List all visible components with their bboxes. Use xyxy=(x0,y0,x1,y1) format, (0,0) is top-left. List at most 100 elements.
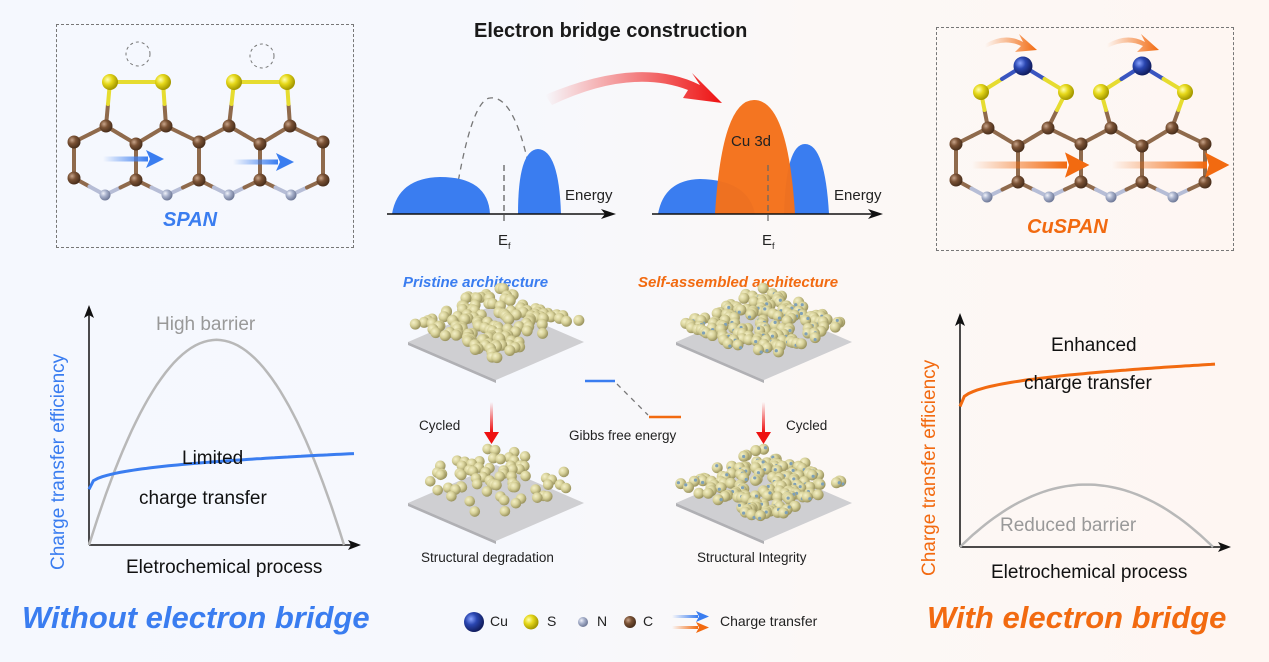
s-atom xyxy=(1093,84,1109,100)
cu-decoration xyxy=(804,332,808,336)
cu-decoration xyxy=(770,334,775,338)
cu-decoration xyxy=(737,503,742,507)
particle xyxy=(789,500,801,512)
enhanced-charge-transfer-label: charge transfer xyxy=(1024,373,1152,394)
cu-decoration xyxy=(768,491,772,495)
particle xyxy=(830,477,842,489)
cu-decoration xyxy=(798,485,802,489)
right-chart-xlabel: Eletrochemical process xyxy=(991,562,1188,583)
cu-decoration xyxy=(701,480,705,485)
limited-charge-transfer-label: charge transfer xyxy=(139,488,267,509)
cu-decoration xyxy=(715,464,719,468)
c-atom xyxy=(1198,137,1212,151)
particle xyxy=(757,282,769,294)
left-chart-xlabel: Eletrochemical process xyxy=(126,557,323,578)
cu-decoration xyxy=(788,328,792,333)
cu-decoration xyxy=(761,460,765,464)
particle xyxy=(450,329,462,341)
chart-with-bridge xyxy=(955,313,1231,552)
particle xyxy=(814,478,826,490)
pristine-bed xyxy=(408,283,585,383)
vacancy-site-icon xyxy=(125,41,151,67)
cu-atom xyxy=(1013,56,1033,76)
particle xyxy=(536,318,548,330)
particle xyxy=(520,470,531,482)
particle xyxy=(489,444,501,456)
particle xyxy=(560,315,572,327)
cu-decoration xyxy=(841,482,845,486)
fermi-label-left: Ef xyxy=(498,232,511,251)
span-label: SPAN xyxy=(163,209,218,231)
cu-decoration xyxy=(835,318,839,323)
structural-integrity-label: Structural Integrity xyxy=(697,550,807,565)
particle xyxy=(503,313,515,325)
curved-charge-transfer-arrow xyxy=(1107,34,1159,52)
particle xyxy=(435,469,446,481)
particle xyxy=(471,478,483,490)
enhanced-transfer-curve xyxy=(958,362,1216,408)
legend-charge-transfer-label: Charge transfer xyxy=(720,613,818,629)
fermi-e: E xyxy=(762,232,773,249)
particle xyxy=(469,344,481,356)
particle xyxy=(702,487,714,499)
cycled-label-left: Cycled xyxy=(419,418,461,433)
s-atom xyxy=(1177,84,1193,100)
gibbs-free-energy-label: Gibbs free energy xyxy=(569,428,677,443)
dos-valence-peak xyxy=(392,177,490,214)
cycled-arrow-left xyxy=(490,402,493,432)
particle xyxy=(738,292,750,304)
particle xyxy=(481,486,493,497)
cu-decoration xyxy=(792,477,796,481)
fermi-sub: f xyxy=(508,241,511,251)
particle-beds xyxy=(408,282,852,544)
cu-decoration xyxy=(791,468,795,473)
particle xyxy=(778,507,790,519)
cu-decoration xyxy=(813,337,817,342)
particle xyxy=(772,310,784,322)
substrate-edge xyxy=(408,503,496,544)
cu-decoration xyxy=(787,505,791,509)
cu-decoration xyxy=(773,468,777,472)
particle xyxy=(464,495,476,507)
particle xyxy=(715,482,727,494)
legend-n-label: N xyxy=(597,613,608,629)
particle xyxy=(456,469,467,481)
particle xyxy=(541,491,553,502)
charge-transfer-arrow-shaft xyxy=(972,161,1067,169)
cu-decoration xyxy=(747,315,752,319)
vacancy-site-icon xyxy=(249,43,275,69)
span-structure-frame xyxy=(56,24,354,248)
cu-decoration xyxy=(789,462,793,466)
cu-decoration xyxy=(773,320,777,324)
cu-decoration xyxy=(737,310,741,314)
c-atom xyxy=(1135,139,1149,153)
cuspan-molecule xyxy=(949,34,1230,203)
n-atom xyxy=(285,189,297,201)
legend: Cu S N C Charge transfer xyxy=(460,608,860,638)
cu-decoration xyxy=(794,303,798,307)
particle xyxy=(491,352,503,364)
substrate-edge xyxy=(408,342,496,383)
particle xyxy=(519,451,531,462)
left-chart-y-arrowhead xyxy=(84,305,94,318)
right-chart-ylabel: Charge transfer efficiency xyxy=(919,359,940,576)
particle xyxy=(706,330,718,342)
cu-decoration xyxy=(742,454,746,459)
c-atom xyxy=(1074,175,1088,189)
cu-decoration xyxy=(742,511,746,515)
energy-label-left: Energy xyxy=(565,187,613,204)
cu-decoration xyxy=(800,303,804,307)
particle xyxy=(469,506,481,517)
particle xyxy=(498,494,510,506)
particle xyxy=(530,484,541,495)
particle xyxy=(510,497,522,509)
n-atom-icon xyxy=(578,617,588,627)
particle xyxy=(418,316,430,328)
s-atom xyxy=(102,74,118,90)
c-atom xyxy=(1011,139,1025,153)
electron-bridge-arrow xyxy=(545,72,722,105)
diagram-title: Electron bridge construction xyxy=(474,20,748,42)
limited-label: Limited xyxy=(182,448,244,469)
structural-degradation-label: Structural degradation xyxy=(421,550,554,565)
substrate-edge xyxy=(676,503,764,544)
